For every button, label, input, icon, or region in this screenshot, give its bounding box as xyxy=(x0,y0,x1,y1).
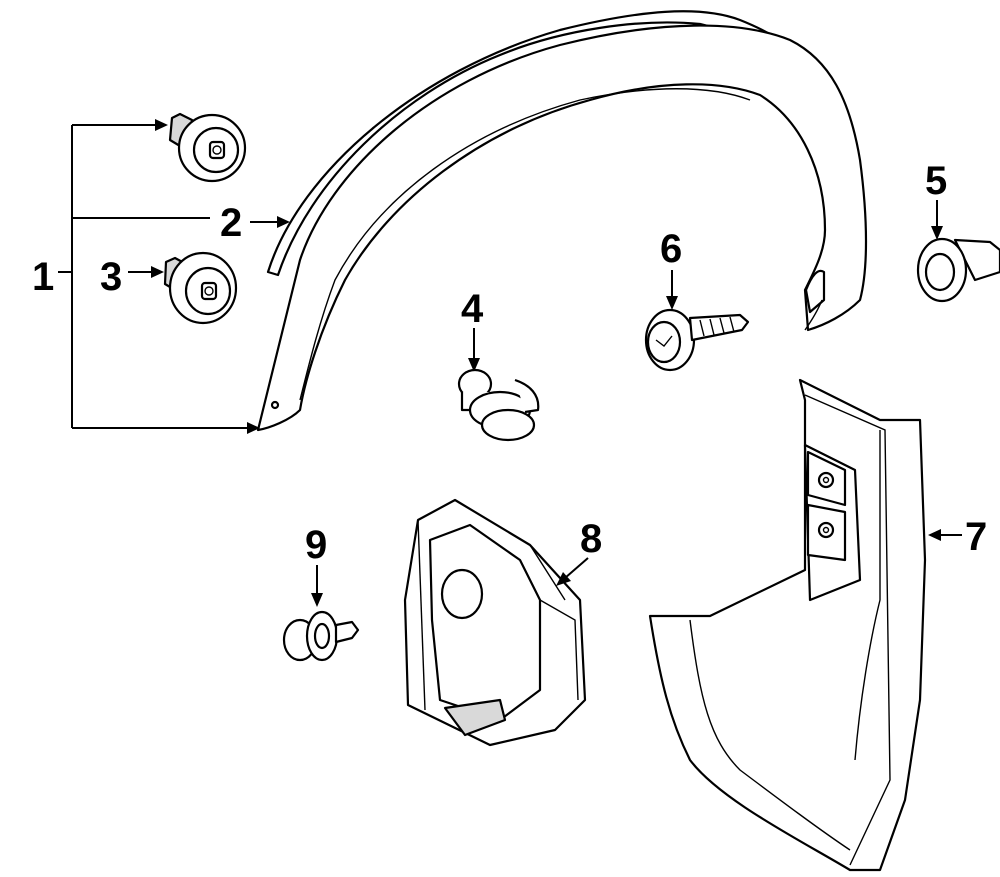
callout-8: 8 xyxy=(580,517,602,561)
callout-1: 1 xyxy=(32,255,54,299)
callout-5: 5 xyxy=(925,159,947,203)
push-pin-4 xyxy=(457,328,540,442)
clip-nut-5 xyxy=(916,200,1000,303)
callout-6: 6 xyxy=(660,227,682,271)
callout-2: 2 xyxy=(220,201,242,245)
callout-3-leader xyxy=(128,266,164,278)
fender-flare xyxy=(256,10,868,432)
callout-1-bracket xyxy=(58,119,260,434)
callout-3: 3 xyxy=(100,255,122,299)
callout-9: 9 xyxy=(305,523,327,567)
retainer-clip-3 xyxy=(163,251,238,325)
retainer-clip-upper xyxy=(168,112,247,183)
callout-2-leader xyxy=(250,216,290,228)
callout-7: 7 xyxy=(965,515,987,559)
mud-flap-7 xyxy=(648,378,962,872)
bracket-8 xyxy=(403,498,589,747)
push-clip-9 xyxy=(282,565,360,662)
callout-4: 4 xyxy=(461,287,484,331)
screw-6 xyxy=(644,270,750,372)
